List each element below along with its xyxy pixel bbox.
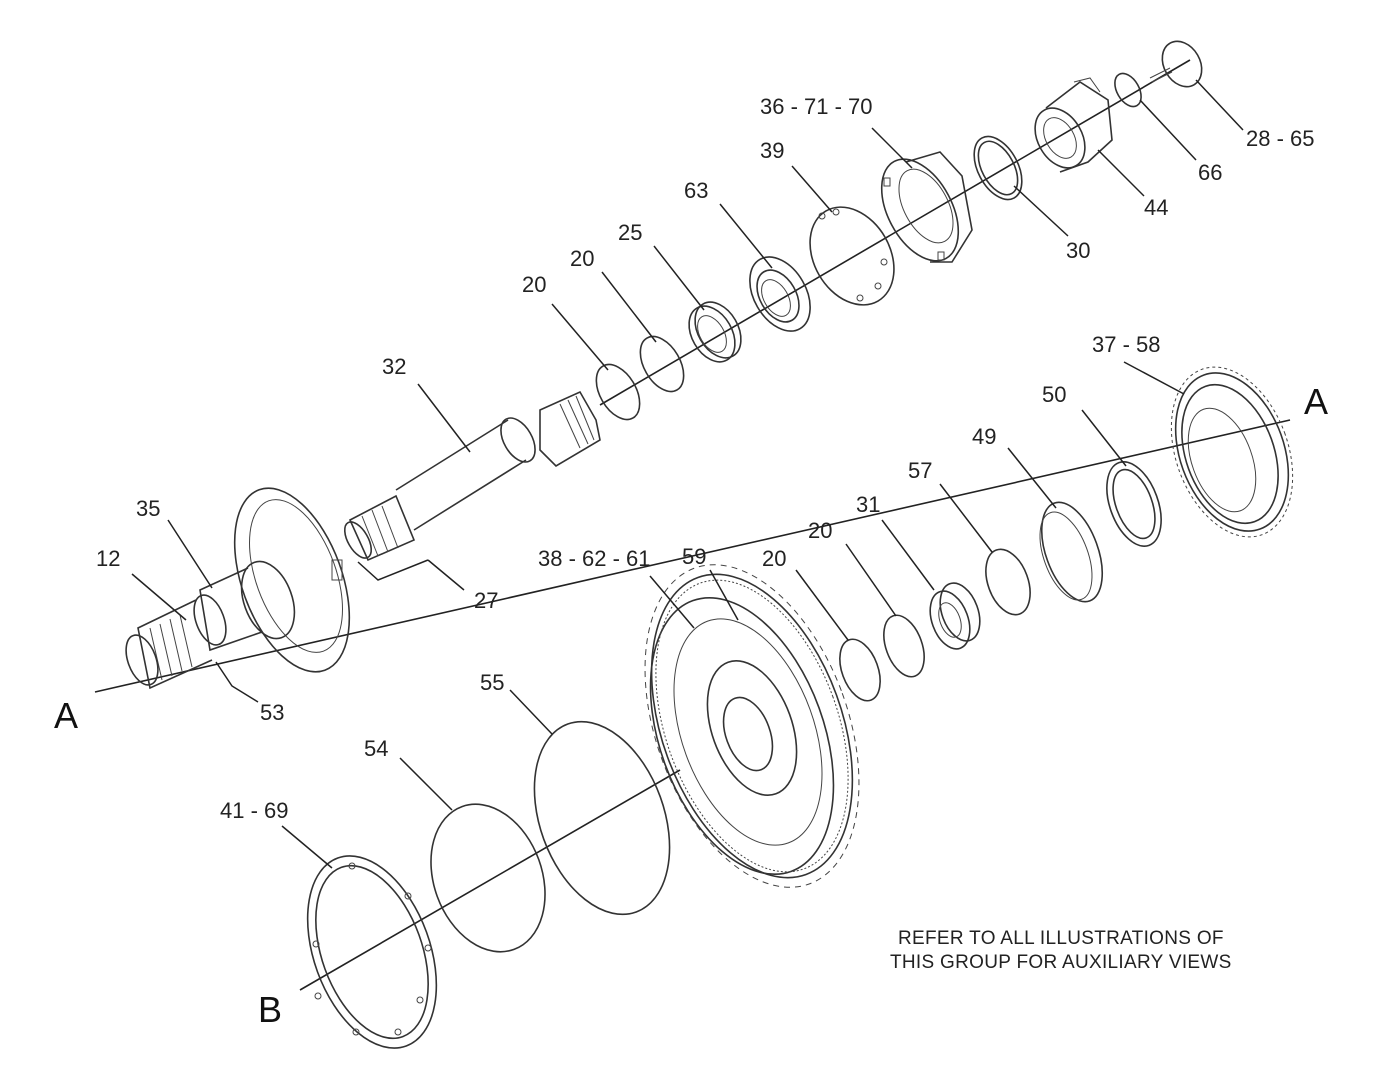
part-carrier-36: [880, 151, 973, 263]
part-ring-50: [1106, 461, 1162, 547]
part-plate-41: [306, 855, 438, 1049]
part-ring-30: [973, 135, 1023, 201]
note-line-1: REFER TO ALL ILLUSTRATIONS OF: [898, 928, 1224, 949]
label-66: 66: [1198, 160, 1222, 185]
label-30: 30: [1066, 238, 1090, 263]
label-57: 57: [908, 458, 932, 483]
label-12: 12: [96, 546, 120, 571]
label-25: 25: [618, 220, 642, 245]
part-ring-66: [1114, 72, 1142, 108]
part-ring-20a: [639, 335, 685, 393]
label-32: 32: [382, 354, 406, 379]
label-20-d: 20: [762, 546, 786, 571]
label-50: 50: [1042, 382, 1066, 407]
part-bearing-25: [688, 301, 742, 363]
label-31: 31: [856, 492, 880, 517]
label-20-c: 20: [808, 518, 832, 543]
part-bearing-31: [929, 582, 981, 650]
axis-letter-b: B: [258, 989, 282, 1030]
axis-letter-a-right: A: [1304, 381, 1328, 422]
part-ring-20b: [595, 363, 641, 421]
label-44: 44: [1144, 195, 1168, 220]
leader-lines: [131, 79, 1244, 869]
label-63: 63: [684, 178, 708, 203]
axis-lines: [94, 59, 1291, 991]
part-ring-20c: [883, 614, 925, 678]
label-54: 54: [364, 736, 388, 761]
label-59: 59: [682, 544, 706, 569]
label-36-71-70: 36 - 71 - 70: [760, 94, 873, 119]
part-oring-55: [533, 720, 671, 916]
part-gear-37: [1170, 366, 1294, 538]
label-49: 49: [972, 424, 996, 449]
label-41-69: 41 - 69: [220, 798, 289, 823]
label-35: 35: [136, 496, 160, 521]
label-37-58: 37 - 58: [1092, 332, 1161, 357]
callout-labels: 28 - 65 66 44 30 36 - 71 - 70 39 63 25 2…: [96, 94, 1315, 823]
part-oring-54: [430, 803, 546, 953]
part-bearing-63: [749, 256, 811, 332]
part-hub-35: [125, 487, 351, 690]
part-ring-20d: [839, 638, 881, 702]
label-20-a: 20: [570, 246, 594, 271]
part-housing-44: [1034, 77, 1113, 173]
label-20-b: 20: [522, 272, 546, 297]
axis-letter-a-left: A: [54, 695, 78, 736]
part-shaft-32: [343, 390, 601, 562]
label-39: 39: [760, 138, 784, 163]
label-28-65: 28 - 65: [1246, 126, 1315, 151]
label-38-62-61: 38 - 62 - 61: [538, 546, 651, 571]
part-ring-57: [985, 548, 1031, 616]
part-ring-49: [1039, 501, 1104, 603]
part-drum-38: [644, 564, 860, 888]
label-55: 55: [480, 670, 504, 695]
note-line-2: THIS GROUP FOR AUXILIARY VIEWS: [890, 952, 1232, 973]
part-cap: [1149, 40, 1203, 88]
label-27: 27: [474, 588, 498, 613]
part-gasket-39: [809, 206, 895, 306]
label-53: 53: [260, 700, 284, 725]
